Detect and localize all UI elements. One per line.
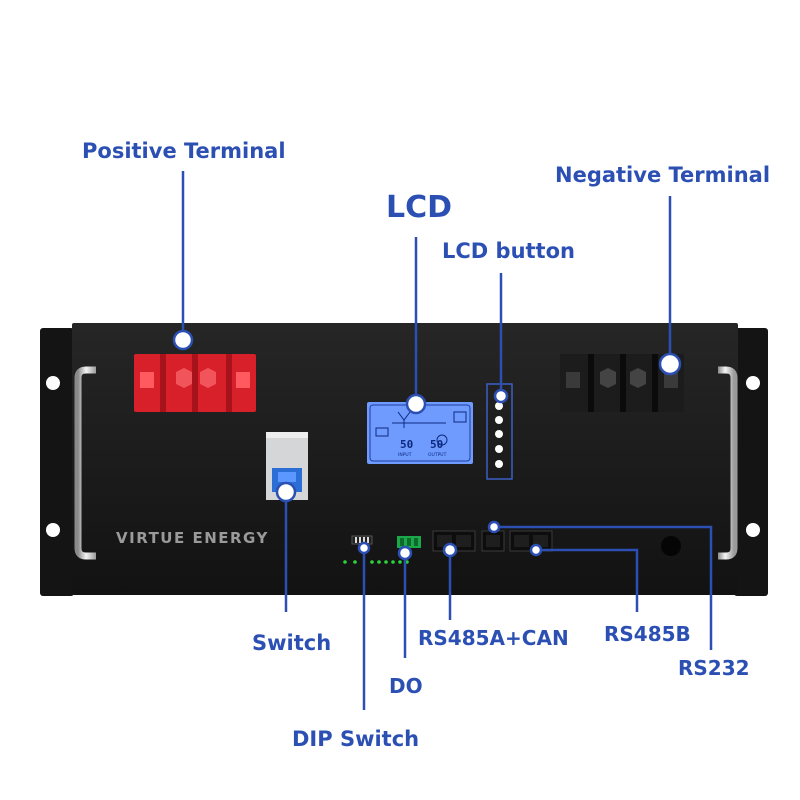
label-lcd-button: LCD button bbox=[442, 239, 575, 263]
lcd-battery-icon bbox=[375, 427, 389, 437]
lcd-button-1[interactable] bbox=[495, 402, 503, 410]
rs485b-port bbox=[509, 530, 553, 552]
label-rs485b: RS485B bbox=[604, 622, 691, 646]
marker-lcd bbox=[405, 393, 427, 415]
label-do: DO bbox=[389, 674, 423, 698]
rs485a-can-port bbox=[432, 530, 476, 552]
label-dip-switch: DIP Switch bbox=[292, 727, 420, 751]
marker-switch bbox=[275, 481, 297, 503]
lcd-button-4[interactable] bbox=[495, 445, 503, 453]
positive-terminal bbox=[134, 354, 256, 412]
leader-rs485b bbox=[536, 548, 639, 612]
marker-negative-terminal bbox=[658, 352, 682, 376]
marker-do bbox=[397, 545, 413, 561]
marker-lcd-button bbox=[493, 388, 509, 404]
marker-dip-switch bbox=[357, 541, 371, 555]
rs232-port bbox=[481, 530, 505, 552]
lcd-grid-icon bbox=[397, 411, 411, 428]
marker-positive-terminal bbox=[172, 329, 194, 351]
leader-rs232 bbox=[494, 525, 713, 650]
lcd-readout-right: 50 bbox=[430, 438, 443, 451]
lcd-button-panel bbox=[486, 383, 513, 480]
handle-right bbox=[718, 366, 738, 560]
label-rs485a-can: RS485A+CAN bbox=[418, 626, 569, 650]
lcd-load-icon bbox=[436, 434, 448, 446]
label-negative-terminal: Negative Terminal bbox=[555, 163, 771, 187]
label-switch: Switch bbox=[252, 631, 332, 655]
marker-rs232 bbox=[487, 520, 501, 534]
negative-terminal bbox=[560, 354, 684, 412]
marker-rs485a-can bbox=[442, 542, 458, 558]
lcd-caption-right: OUTPUT bbox=[428, 452, 447, 458]
handle-left bbox=[74, 366, 96, 560]
do-connector bbox=[397, 536, 421, 548]
lcd-solar-icon bbox=[453, 411, 467, 423]
lcd-caption-left: INPUT bbox=[398, 452, 412, 458]
rack-ear-left bbox=[40, 328, 74, 596]
label-rs232: RS232 bbox=[678, 656, 750, 680]
lcd-button-3[interactable] bbox=[495, 430, 503, 438]
rack-ear-right bbox=[734, 328, 768, 596]
label-lcd: LCD bbox=[386, 190, 453, 225]
brand-name: VIRTUE ENERGY bbox=[116, 529, 269, 547]
label-positive-terminal: Positive Terminal bbox=[82, 139, 286, 163]
lcd-button-5[interactable] bbox=[495, 460, 503, 468]
lcd-screen: 50 50 INPUT OUTPUT bbox=[367, 402, 473, 464]
lcd-readout-left: 50 bbox=[400, 438, 413, 451]
marker-rs485b bbox=[529, 543, 543, 557]
panel-knob bbox=[661, 536, 681, 556]
lcd-button-2[interactable] bbox=[495, 416, 503, 424]
